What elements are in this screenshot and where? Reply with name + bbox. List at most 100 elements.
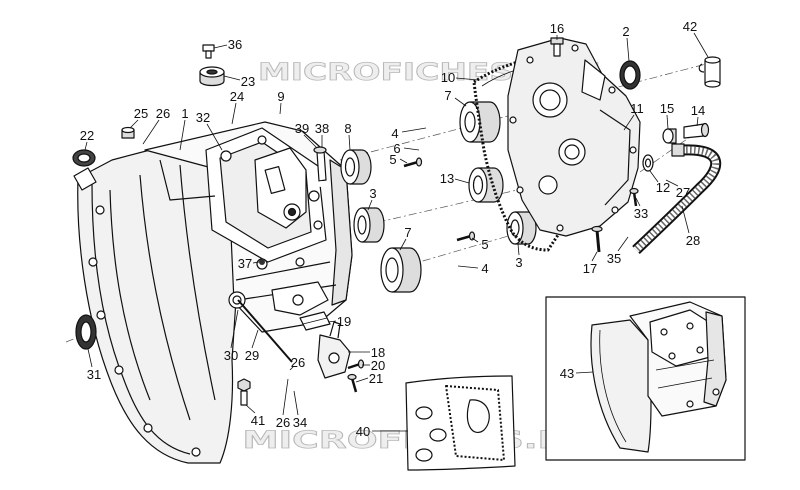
assembled-rib — [657, 377, 713, 389]
callout-32: 32 — [196, 110, 210, 125]
part-12-ring — [642, 154, 654, 172]
bolt-shank — [553, 43, 561, 57]
case-bolt-hole — [257, 135, 267, 145]
kit-o-ring — [415, 448, 433, 462]
part-33-bolt — [629, 187, 639, 207]
rod — [237, 299, 293, 363]
rear-cover-bore-small — [538, 175, 558, 195]
hose-end-fitting — [671, 143, 685, 157]
leader-8 — [348, 134, 351, 151]
bolt-shank — [316, 150, 327, 182]
callout-28: 28 — [686, 233, 700, 248]
rear-cover-bolt-hole — [629, 146, 637, 154]
bolt-head — [313, 146, 327, 154]
leader-34 — [293, 390, 299, 416]
bell-housing-rib — [139, 174, 191, 421]
leader-22 — [84, 141, 88, 151]
leader-2 — [626, 37, 630, 62]
part-37-plug — [259, 259, 265, 265]
case-bolt-hole — [313, 220, 323, 230]
part-35-clip — [626, 224, 638, 238]
leader-14 — [696, 116, 699, 127]
assembled-bolt — [686, 400, 694, 408]
leader-41 — [245, 404, 256, 414]
gasket-kit-bag — [405, 375, 516, 471]
rear-cover-bore-main-inner — [539, 89, 561, 111]
callout-29: 29 — [245, 348, 259, 363]
leader-3-right — [517, 243, 520, 256]
callout-40: 40 — [356, 424, 370, 439]
kit-small-gasket — [466, 399, 490, 433]
bearing-bore — [464, 111, 476, 133]
case-bolt-hole — [220, 150, 232, 162]
bolt-shank — [456, 234, 472, 242]
leader-17 — [591, 251, 598, 262]
assembled-bell-rim — [599, 329, 627, 443]
rear-cover-bolt-hole — [608, 86, 616, 94]
part-5-bolt-upper — [403, 157, 423, 168]
callout-42: 42 — [683, 19, 697, 34]
hose-braid — [633, 146, 720, 253]
callout-21: 21 — [369, 371, 383, 386]
plug-thread — [240, 390, 248, 406]
leader-25 — [129, 119, 139, 129]
part-27-ring — [658, 172, 666, 184]
callout-27: 27 — [676, 185, 690, 200]
bolt-shank — [403, 160, 419, 168]
ring-inner — [644, 158, 652, 168]
leader-35 — [617, 236, 629, 252]
part-25-knob — [121, 126, 135, 139]
leader-26-lower — [282, 378, 289, 416]
callout-26-upper: 26 — [156, 106, 170, 121]
rear-cover-rib — [599, 109, 631, 206]
screw-head — [202, 44, 215, 52]
callout-6: 6 — [393, 141, 400, 156]
leader-43 — [575, 371, 594, 374]
leader-5-lower — [471, 237, 479, 243]
callout-12: 12 — [656, 180, 670, 195]
lever-pivot — [328, 352, 340, 364]
part-34-washer — [288, 385, 298, 391]
leader-1 — [179, 119, 186, 151]
part-26-washer-upper — [136, 143, 144, 149]
part-38-washer — [316, 181, 328, 187]
bolt-head — [357, 359, 365, 369]
collar-face — [662, 128, 674, 144]
bell-housing-bolt-hole — [88, 257, 98, 267]
bolt-head — [468, 231, 476, 241]
assembled-rear-cover — [703, 311, 727, 407]
bearing-bore — [357, 215, 367, 235]
bolt-head — [629, 187, 639, 195]
callout-3-left: 3 — [369, 186, 376, 201]
leader-28 — [681, 205, 690, 234]
fitting-clamp — [698, 63, 705, 73]
bolt-head — [591, 225, 603, 233]
leader-27 — [665, 179, 679, 187]
case-bolt-hole — [308, 190, 320, 202]
callout-23: 23 — [241, 74, 255, 89]
rear-cover-bolt-hole — [571, 44, 579, 52]
housing-ear — [73, 167, 97, 191]
leader-30 — [230, 309, 239, 349]
rear-cover-bore-lower-inner — [564, 144, 580, 160]
leader-26-middle — [289, 365, 295, 371]
selector-slot — [264, 165, 286, 195]
part-3-bearing-left — [353, 207, 385, 243]
callout-38: 38 — [315, 121, 329, 136]
part-8-bearing — [340, 149, 372, 185]
leader-10 — [455, 77, 479, 81]
leader-13 — [454, 178, 470, 184]
lever-stem — [329, 321, 341, 339]
bearing-bore — [344, 157, 356, 177]
leader-3-left — [367, 199, 373, 211]
assembled-bolt — [668, 352, 676, 360]
assembled-rib — [655, 359, 715, 371]
part-23-plug — [199, 66, 225, 87]
leader-lines — [84, 32, 709, 432]
leader-37 — [252, 261, 260, 264]
bolt-head — [415, 157, 423, 167]
mount-hole — [292, 294, 304, 306]
axis-line-upper — [339, 63, 707, 161]
bearing-bore — [472, 175, 484, 195]
